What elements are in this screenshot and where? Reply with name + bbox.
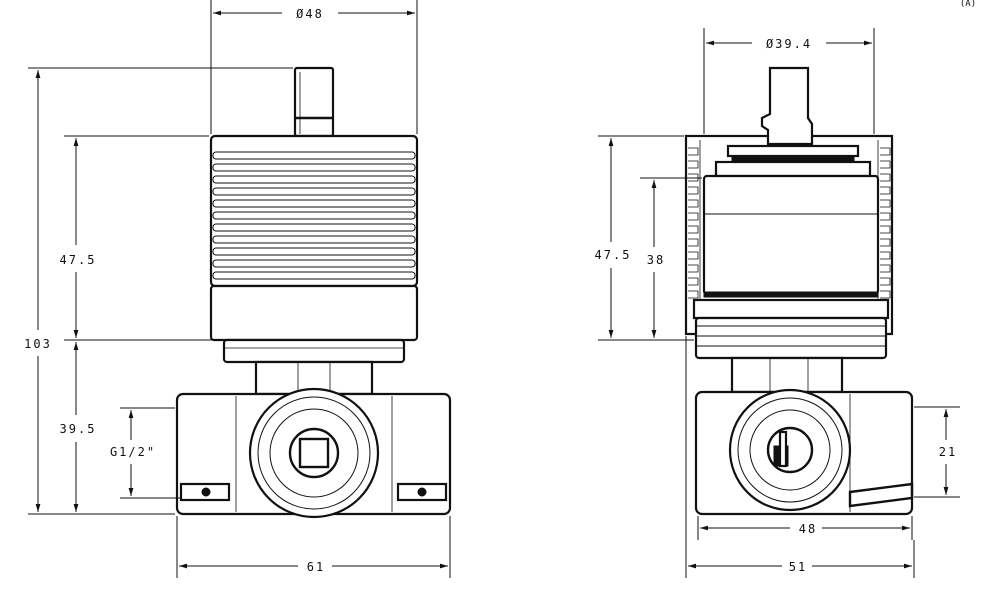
front-spindle — [293, 66, 335, 138]
side-sleeve-notch — [880, 277, 891, 286]
side-sleeve-notch — [688, 147, 699, 156]
front-height-total-label: 103 — [24, 337, 52, 351]
side-height-cartridge-label: 47.5 — [595, 248, 632, 262]
side-height-inner-label: 38 — [647, 253, 665, 267]
front-diameter-label: Ø48 — [296, 7, 324, 21]
side-sleeve-notch — [880, 160, 891, 169]
side-sleeve-notch — [880, 251, 891, 260]
side-cartridge-nut — [694, 316, 888, 360]
side-diameter-label: Ø39.4 — [766, 37, 812, 51]
side-spindle — [760, 66, 814, 146]
side-sleeve-notch — [880, 173, 891, 182]
side-cartridge-collar — [714, 160, 872, 178]
side-sleeve-notch — [880, 264, 891, 273]
side-sleeve-notch — [688, 160, 699, 169]
front-cap-rib — [212, 163, 416, 172]
side-sleeve-notch — [880, 212, 891, 221]
front-cap-rib — [212, 211, 416, 220]
side-sleeve-notch — [688, 264, 699, 273]
side-sleeve-notch — [688, 277, 699, 286]
front-cartridge-nut — [222, 338, 406, 364]
side-view: Ø39.4 47.5 38 21 48 51 — [595, 28, 960, 578]
side-neck — [730, 356, 844, 394]
front-view: Ø48 103 47.5 39.5 G1/2" 61 — [24, 0, 452, 578]
side-sleeve-notch — [688, 212, 699, 221]
side-width-body-label: 51 — [789, 560, 807, 574]
side-sleeve-notch — [880, 225, 891, 234]
front-cap-rib — [212, 223, 416, 232]
front-cap-rib — [212, 199, 416, 208]
side-sleeve-notch — [880, 238, 891, 247]
side-sleeve-notch — [880, 290, 891, 299]
side-sleeve-notch — [688, 251, 699, 260]
side-sleeve-notch — [880, 199, 891, 208]
front-outlet-square — [298, 437, 330, 469]
side-sleeve-notch — [880, 147, 891, 156]
front-height-cartridge-label: 47.5 — [60, 253, 97, 267]
front-width-label: 61 — [307, 560, 325, 574]
front-cap-rib — [212, 187, 416, 196]
front-thread-label: G1/2" — [110, 445, 156, 459]
side-sleeve-notch — [688, 290, 699, 299]
side-outlet-boss — [728, 388, 852, 512]
corner-mark: (A) — [960, 0, 976, 9]
front-cartridge-cap — [209, 134, 419, 288]
front-cap-rib — [212, 235, 416, 244]
front-height-body-label: 39.5 — [60, 422, 97, 436]
side-sleeve-notch — [880, 186, 891, 195]
front-cartridge-band — [209, 284, 419, 342]
side-cartridge-top — [726, 144, 860, 158]
side-sleeve-notch — [688, 186, 699, 195]
side-width-inner-label: 48 — [799, 522, 817, 536]
side-sleeve-notch — [688, 225, 699, 234]
front-cap-rib — [212, 271, 416, 280]
side-height-outlet-label: 21 — [939, 445, 957, 459]
front-cap-rib — [212, 175, 416, 184]
front-cap-rib — [212, 247, 416, 256]
side-cartridge-body — [702, 174, 880, 296]
side-sleeve-notch — [688, 199, 699, 208]
side-sleeve-notch — [688, 238, 699, 247]
side-cartridge-base — [692, 298, 890, 320]
front-outlet-boss — [248, 387, 380, 519]
front-cap-rib — [212, 259, 416, 268]
front-cap-rib — [212, 151, 416, 160]
